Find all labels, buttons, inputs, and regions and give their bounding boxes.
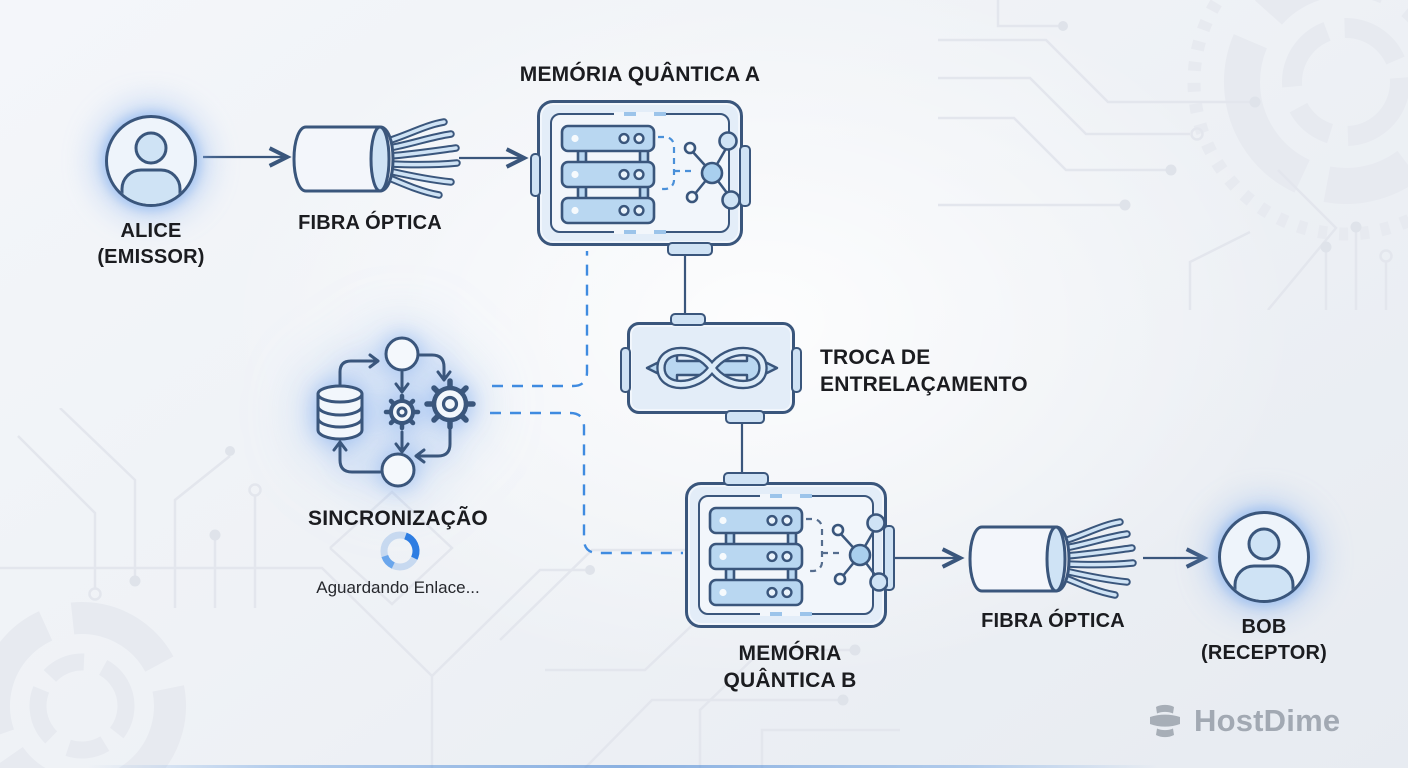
swap-left-tab xyxy=(620,347,631,393)
alice-role: (EMISSOR) xyxy=(97,246,205,268)
swap-right-tab xyxy=(791,347,802,393)
memory-a-bottom-port xyxy=(667,242,713,256)
swap-label-line2: ENTRELAÇAMENTO xyxy=(820,373,1028,396)
entanglement-swap-box xyxy=(620,313,802,424)
hostdime-logo-text: HostDime xyxy=(1194,703,1341,738)
sync-status-text: Aguardando Enlace... xyxy=(316,578,480,597)
bob-role: (RECEPTOR) xyxy=(1200,642,1328,664)
swap-top-port xyxy=(670,313,706,326)
frame-dash-top xyxy=(760,494,812,498)
dashed-link-sync-to-memory-a xyxy=(492,251,589,388)
frame-dash-top xyxy=(614,112,666,116)
synchronization-label: SINCRONIZAÇÃO xyxy=(308,507,488,530)
bottom-accent-strip xyxy=(88,765,1160,768)
bob-name: BOB xyxy=(1241,616,1287,638)
swap-bottom-port xyxy=(725,410,765,424)
person-icon xyxy=(1233,527,1295,600)
quantum-memory-b-label: MEMÓRIA QUÂNTICA B xyxy=(690,640,890,694)
quantum-memory-b-box xyxy=(685,472,895,628)
memory-a-left-tab xyxy=(530,153,541,197)
memory-b-top-port xyxy=(723,472,769,486)
quantum-memory-a-box xyxy=(530,100,751,256)
memory-b-frame xyxy=(698,494,888,616)
swap-label-line1: TROCA DE xyxy=(820,346,931,369)
memory-a-right-tab xyxy=(739,145,751,207)
memory-b-label-line2: QUÂNTICA B xyxy=(723,669,857,692)
quantum-memory-a-title: MEMÓRIA QUÂNTICA A xyxy=(519,63,761,86)
alice-avatar xyxy=(105,115,197,207)
alice-label: ALICE (EMISSOR) xyxy=(51,218,251,270)
fiber-optic-cable-icon-left xyxy=(292,118,461,199)
dashed-link-sync-to-memory-b xyxy=(490,411,683,555)
hostdime-hexagon-icon xyxy=(1150,704,1180,738)
fiber-optic-cable-icon-right xyxy=(968,518,1137,599)
memory-b-right-tab xyxy=(883,525,895,591)
alice-name: ALICE xyxy=(120,220,182,242)
person-icon xyxy=(120,131,182,204)
server-stack-with-quantum-node-icon xyxy=(708,506,888,607)
server-stack-with-quantum-node-icon xyxy=(560,124,740,225)
entanglement-swap-label: TROCA DE ENTRELAÇAMENTO xyxy=(820,344,1050,398)
memory-b-label-line1: MEMÓRIA xyxy=(738,642,842,665)
bob-avatar xyxy=(1218,511,1310,603)
database-gears-cycle-icon xyxy=(316,336,476,488)
loading-spinner xyxy=(380,531,420,571)
fiber-optic-left-label: FIBRA ÓPTICA xyxy=(298,212,442,234)
hostdime-logo: HostDime xyxy=(1146,702,1340,740)
fiber-optic-right-label: FIBRA ÓPTICA xyxy=(981,610,1125,632)
frame-dash-bottom xyxy=(614,230,666,234)
memory-a-frame xyxy=(550,112,740,234)
infinity-with-arrows-icon xyxy=(645,346,779,390)
bob-label: BOB (RECEPTOR) xyxy=(1164,614,1364,666)
frame-dash-bottom xyxy=(760,612,812,616)
